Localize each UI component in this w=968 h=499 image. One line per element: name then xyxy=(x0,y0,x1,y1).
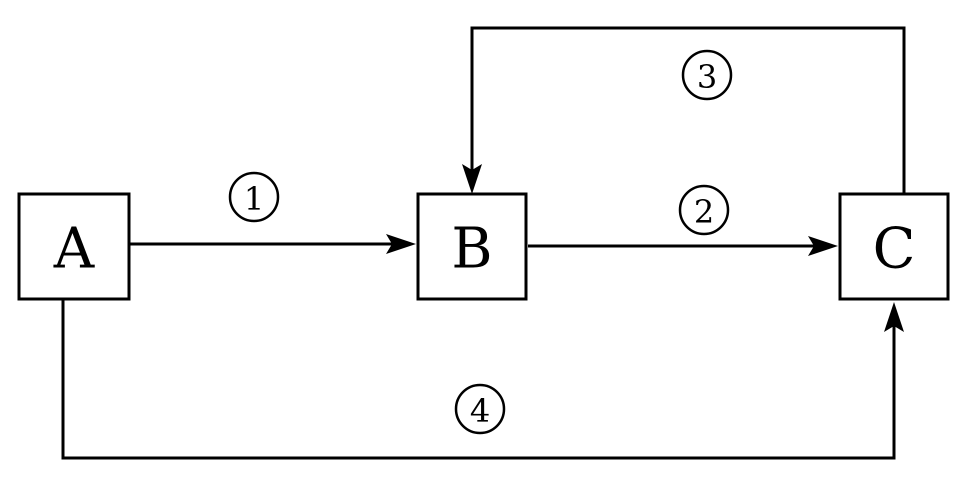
edge-c-to-b xyxy=(462,26,906,194)
node-b-box xyxy=(416,192,528,301)
node-c-label: C xyxy=(873,217,916,282)
edge-label-4-text: 4 xyxy=(470,392,490,430)
edge-label-1-circle xyxy=(228,171,280,223)
node-b: B xyxy=(416,192,528,301)
edge-label-2: 2 xyxy=(678,184,730,236)
edge-label-3: 3 xyxy=(681,49,733,101)
edge-a-to-c xyxy=(61,300,904,460)
node-b-label: B xyxy=(451,217,492,282)
edge-c-to-b-arrowhead xyxy=(462,164,482,194)
edge-label-3-text: 3 xyxy=(697,58,717,96)
node-a-box xyxy=(17,192,131,301)
edge-a-to-b xyxy=(130,234,416,254)
edge-label-1-text: 1 xyxy=(244,180,264,218)
node-c-box xyxy=(838,192,950,301)
edge-a-to-c-line xyxy=(61,300,896,460)
node-c: C xyxy=(838,192,950,301)
edge-label-1: 1 xyxy=(228,171,280,223)
edge-a-to-b-arrowhead xyxy=(386,234,416,254)
edge-label-3-circle xyxy=(681,49,733,101)
edge-label-2-circle xyxy=(678,184,730,236)
edge-label-4: 4 xyxy=(454,383,506,435)
node-a-label: A xyxy=(53,217,95,282)
edge-b-to-c xyxy=(528,236,838,256)
edge-label-4-circle xyxy=(454,383,506,435)
edge-label-2-text: 2 xyxy=(694,193,714,231)
edge-b-to-c-arrowhead xyxy=(808,236,838,256)
edge-a-to-c-arrowhead xyxy=(884,302,904,332)
edge-c-to-b-line xyxy=(470,26,906,193)
node-a: A xyxy=(17,192,131,301)
